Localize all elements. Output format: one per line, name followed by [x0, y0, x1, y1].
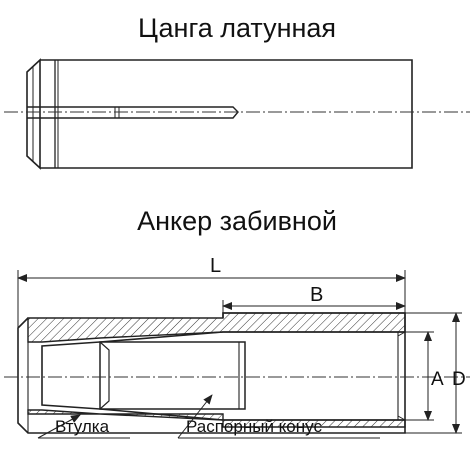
- sleeve-callout: Втулка: [55, 417, 110, 436]
- collet-title: Цанга латунная: [137, 13, 337, 43]
- expansion-cone-callout: Распорный конус: [186, 417, 322, 436]
- anchor-drawing: [17, 312, 406, 434]
- sleeve-upper-wall: [27, 312, 406, 343]
- dimension-D-label: D: [452, 369, 466, 390]
- dimension-L-label: L: [210, 255, 221, 277]
- dimension-B-label: B: [310, 284, 323, 306]
- cone-leader: [177, 394, 213, 439]
- dimension-A-label: A: [431, 369, 444, 390]
- anchor-title: Анкер забивной: [137, 206, 337, 236]
- expansion-cone: [99, 341, 246, 410]
- collet-drawing: [26, 58, 413, 170]
- sleeve-leader: [37, 414, 81, 439]
